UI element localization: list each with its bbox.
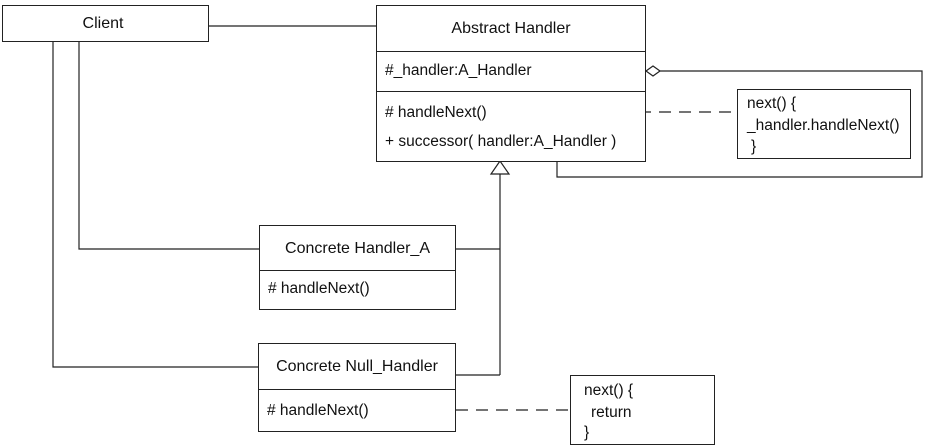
abstract-handler-method-successor: + successor( handler:A_Handler ) bbox=[385, 133, 617, 150]
note-null-line-1: next() { bbox=[584, 382, 634, 399]
self-aggregation-link bbox=[556, 70, 923, 178]
client-name: Client bbox=[82, 15, 124, 32]
concrete-handler-a-name: Concrete Handler_A bbox=[285, 240, 430, 257]
concrete-handler-a-methods: # handleNext() bbox=[260, 270, 455, 309]
note-null-line-2: return bbox=[591, 404, 632, 421]
concrete-handler-a-name-compartment: Concrete Handler_A bbox=[260, 226, 455, 270]
client-handler-a-association bbox=[78, 41, 259, 250]
abstract-handler-class: Abstract Handler #_handler:A_Handler # h… bbox=[376, 5, 646, 162]
abstract-handler-name: Abstract Handler bbox=[451, 20, 571, 37]
note-null-line-3: } bbox=[584, 424, 590, 441]
concrete-null-handler-class: Concrete Null_Handler # handleNext() bbox=[258, 343, 456, 432]
note-null-handler: next() { return } bbox=[570, 375, 715, 445]
note-abstract-line-3: } bbox=[751, 138, 757, 155]
note-abstract-line-1: next() { bbox=[747, 95, 797, 112]
abstract-handler-method-handlenext: # handleNext() bbox=[385, 104, 487, 121]
concrete-null-handler-methods: # handleNext() bbox=[259, 389, 455, 431]
note-abstract-line-2: _handler.handleNext() bbox=[747, 117, 900, 134]
inheritance-arrowhead bbox=[489, 159, 511, 175]
aggregation-diamond bbox=[644, 65, 662, 77]
abstract-handler-methods: # handleNext() + successor( handler:A_Ha… bbox=[377, 91, 645, 161]
concrete-null-handler-name: Concrete Null_Handler bbox=[276, 358, 438, 375]
concrete-null-handler-method: # handleNext() bbox=[267, 402, 369, 419]
client-null-handler-association bbox=[52, 41, 258, 368]
abstract-handler-attributes: #_handler:A_Handler bbox=[377, 51, 645, 91]
concrete-handler-a-class: Concrete Handler_A # handleNext() bbox=[259, 225, 456, 310]
abstract-handler-name-compartment: Abstract Handler bbox=[377, 6, 645, 51]
client-class: Client bbox=[2, 5, 209, 42]
note-abstract-handler: next() { _handler.handleNext() } bbox=[737, 89, 911, 159]
abstract-handler-attribute: #_handler:A_Handler bbox=[385, 62, 532, 79]
concrete-null-handler-name-compartment: Concrete Null_Handler bbox=[259, 344, 455, 389]
concrete-handler-a-method: # handleNext() bbox=[268, 280, 370, 297]
